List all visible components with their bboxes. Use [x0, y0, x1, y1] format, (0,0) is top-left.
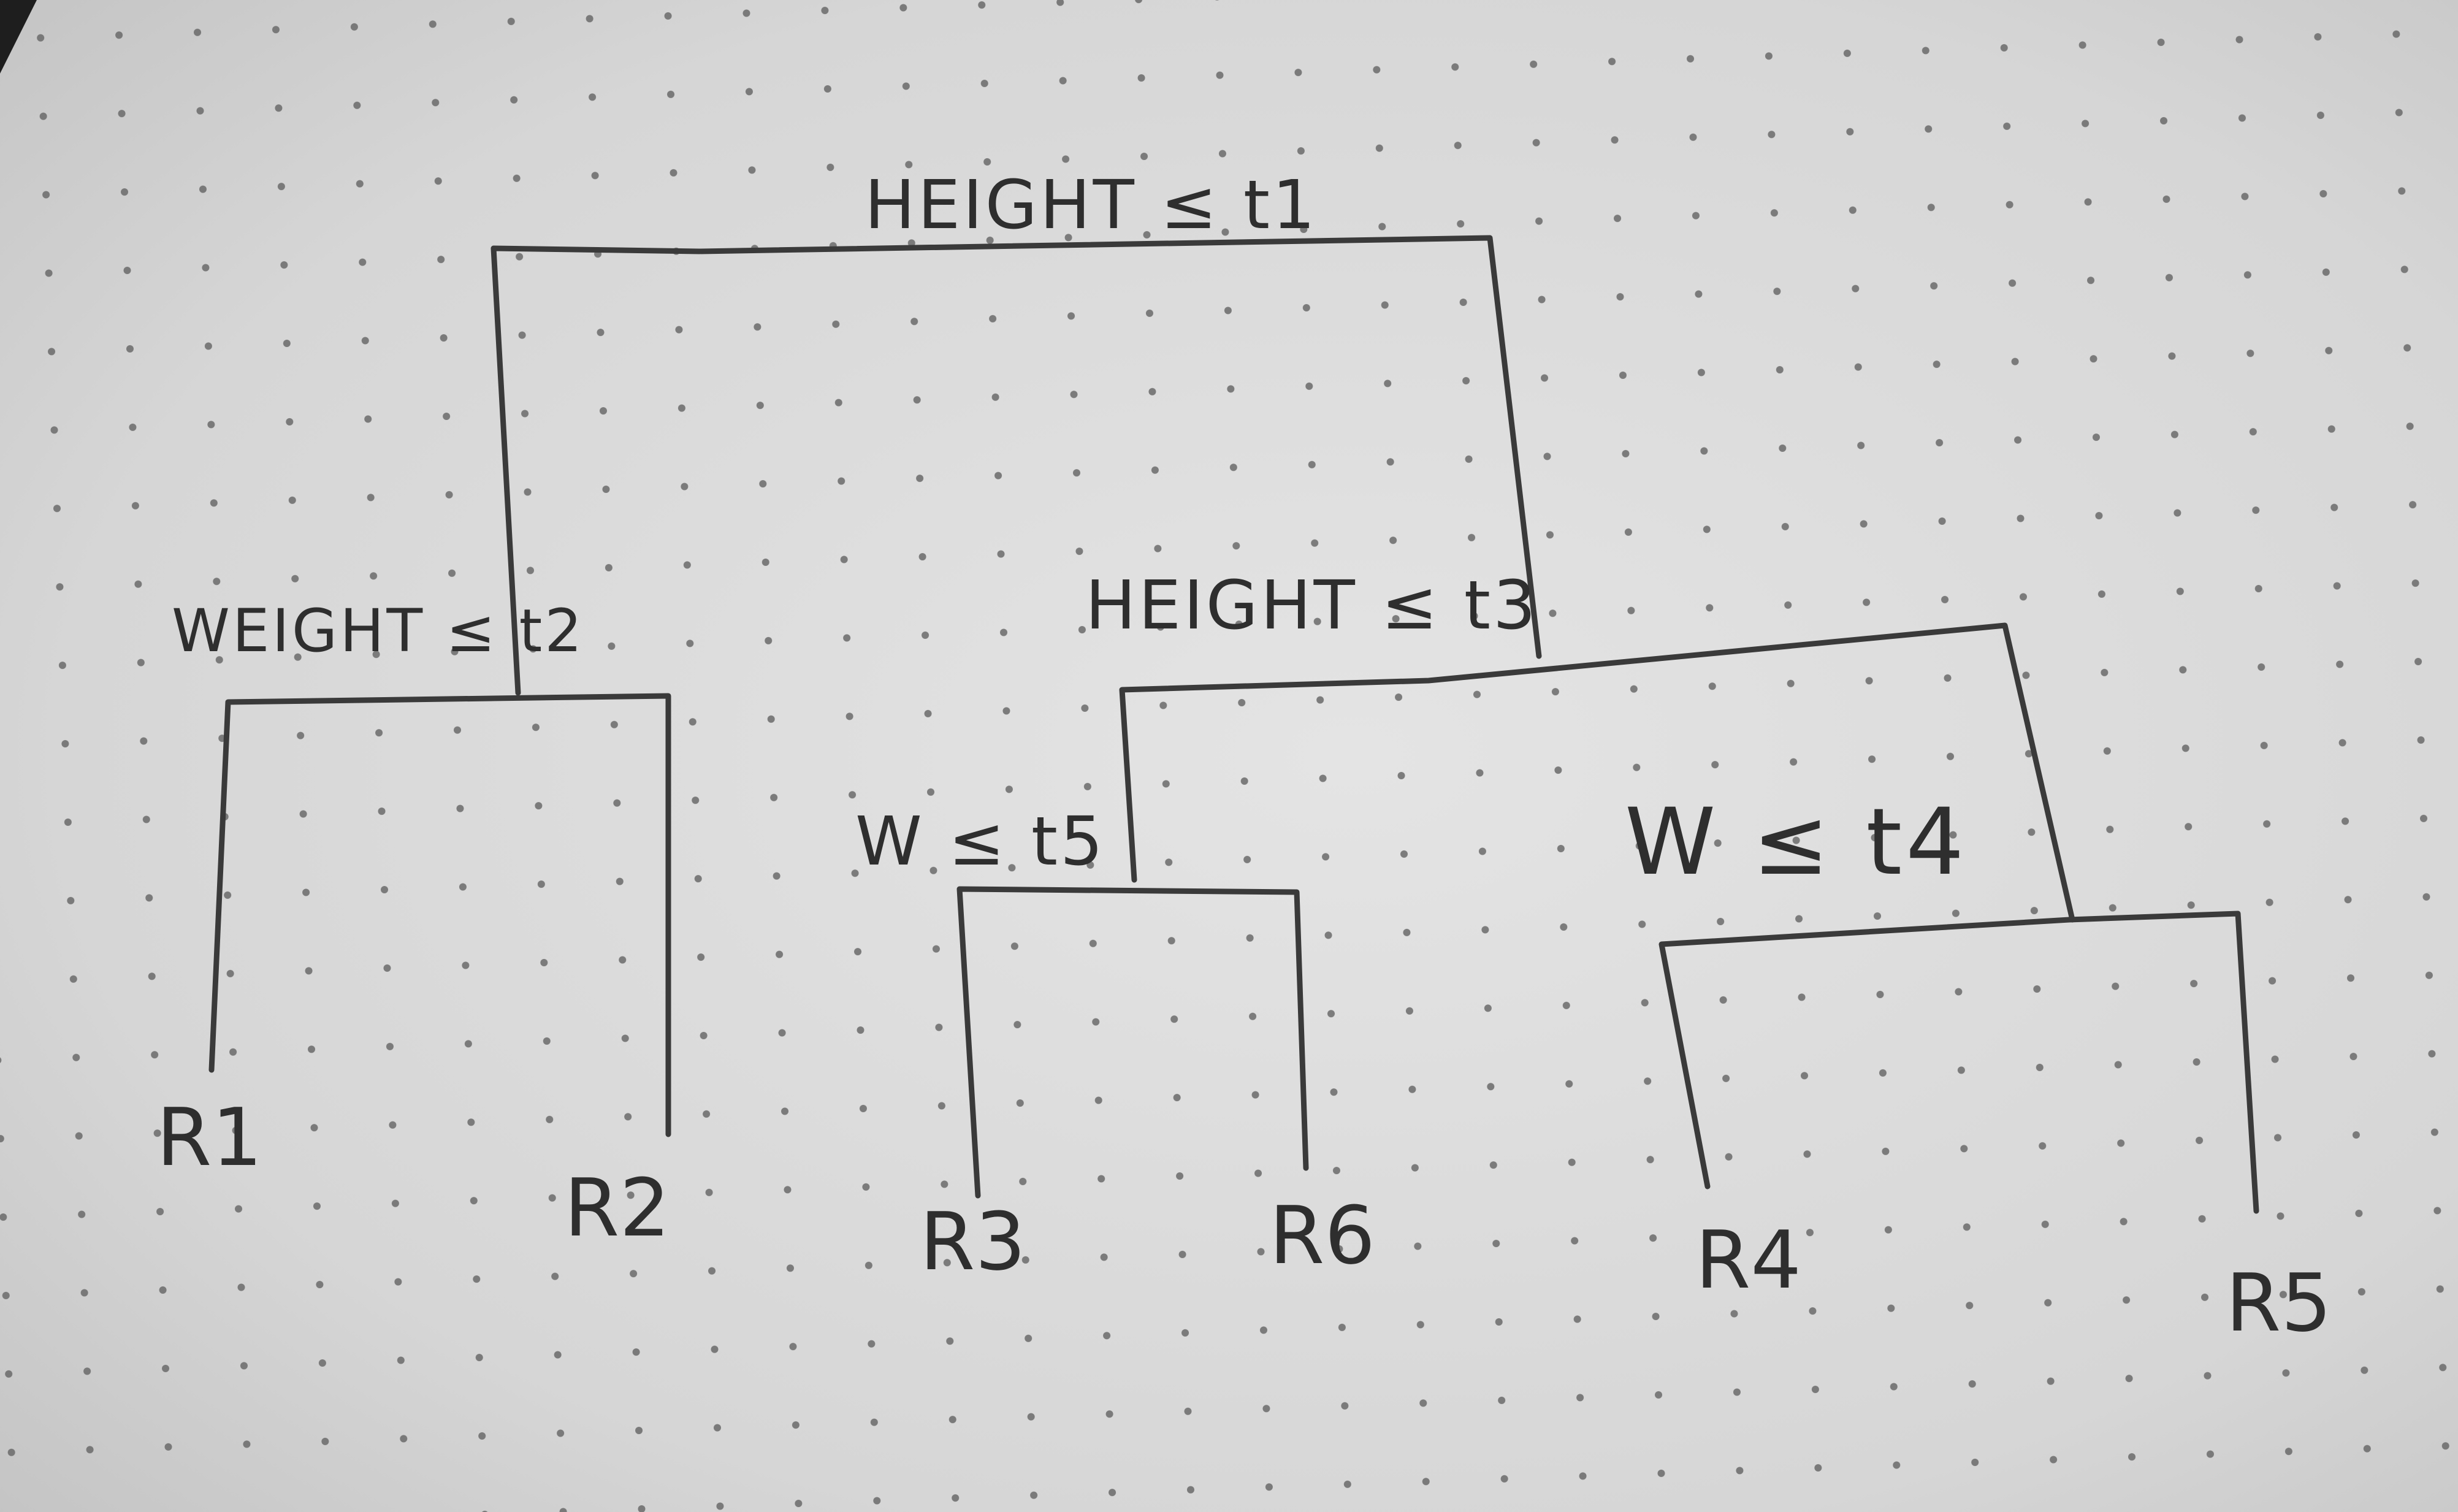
root-condition-label: HEIGHT ≤ t1: [864, 166, 1318, 244]
leaf-labels: R1 R2 R3 R6 R4 R5: [156, 1091, 2332, 1350]
t5-split-branch: [956, 886, 1309, 1199]
leaf-label-r3: R3: [920, 1195, 1026, 1288]
t4-split-branch: [1658, 911, 2259, 1214]
leaf-label-r6: R6: [1269, 1189, 1375, 1282]
leaf-label-r4: R4: [1695, 1213, 1801, 1307]
root-branch: [490, 235, 1542, 696]
left-split-condition-label: WEIGHT ≤ t2: [172, 597, 584, 665]
t4-split-condition-label: W ≤ t4: [1625, 789, 1968, 896]
leaf-label-r5: R5: [2226, 1256, 2332, 1350]
page-corner-shadow: [0, 0, 37, 74]
right-split-condition-label: HEIGHT ≤ t3: [1085, 566, 1538, 644]
right-split-branch: [1119, 622, 2075, 923]
leaf-label-r2: R2: [564, 1161, 670, 1254]
left-split-branch: [208, 693, 671, 1137]
t5-split-condition-label: W ≤ t5: [855, 802, 1105, 880]
leaf-label-r1: R1: [156, 1091, 262, 1184]
tree-branches: [208, 235, 2259, 1214]
